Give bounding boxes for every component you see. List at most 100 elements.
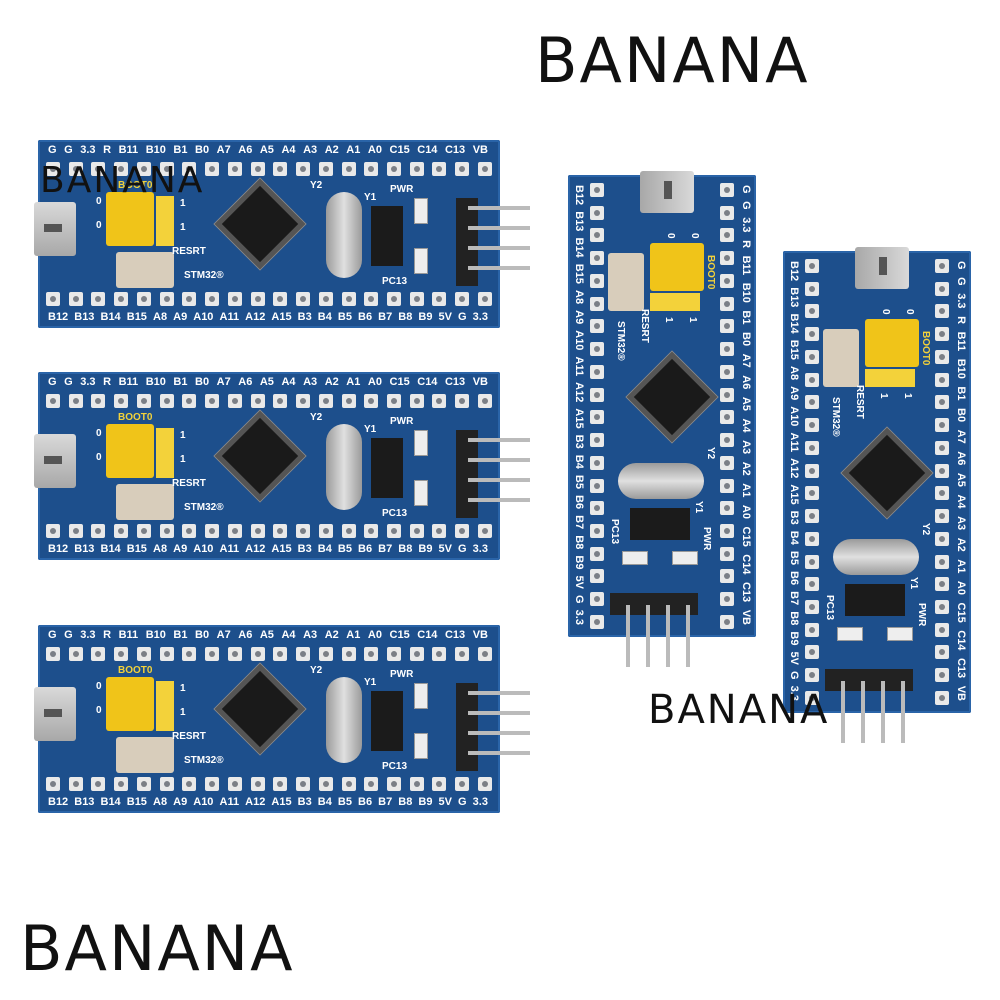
- pin-hole: [273, 292, 288, 306]
- pin-label: 3.3: [472, 311, 488, 323]
- pin-hole: [455, 777, 470, 791]
- pwr-label: PWR: [916, 603, 927, 627]
- pin-hole: [720, 273, 734, 288]
- jumper-label: 1: [878, 393, 889, 399]
- pin-hole: [432, 777, 447, 791]
- pin-hole: [250, 162, 265, 176]
- pin-label: 3.3: [955, 293, 967, 309]
- pin-label: B15: [573, 263, 585, 284]
- pin-hole: [590, 183, 604, 197]
- pin-hole: [364, 292, 379, 306]
- pin-label: G: [458, 543, 467, 555]
- micro-usb-port: [34, 202, 76, 256]
- pin-label: G: [458, 311, 467, 323]
- pin-label: A0: [367, 144, 382, 156]
- pin-label: B6: [358, 311, 373, 323]
- pin-hole: [68, 524, 83, 538]
- pin-hole: [477, 647, 492, 661]
- pin-label: B10: [145, 376, 166, 388]
- pin-hole: [387, 524, 402, 538]
- pin-hole: [805, 418, 819, 433]
- pin-label: A15: [788, 484, 800, 505]
- boot-label: BOOT0: [118, 180, 153, 191]
- pin-hole: [805, 463, 819, 478]
- pin-hole: [720, 205, 734, 220]
- pin-label: B6: [358, 543, 373, 555]
- pin-label: A6: [740, 375, 752, 390]
- pin-hole: [935, 349, 949, 364]
- pin-hole: [720, 501, 734, 516]
- pin-hole: [159, 394, 174, 408]
- pin-label: B13: [74, 543, 95, 555]
- y2-label: Y2: [310, 665, 323, 676]
- pin-hole: [318, 524, 333, 538]
- pin-hole: [477, 162, 492, 176]
- pin-label: A7: [216, 376, 231, 388]
- power-led: [887, 627, 913, 641]
- pin-hole: [720, 183, 734, 197]
- pin-hole: [805, 304, 819, 319]
- pin-hole: [720, 546, 734, 561]
- pin-label: C13: [955, 657, 967, 679]
- pin-label: A7: [216, 144, 231, 156]
- pin-label: B3: [297, 311, 312, 323]
- pin-hole: [273, 162, 288, 176]
- pwr-label: PWR: [390, 416, 414, 427]
- pin-hole: [364, 162, 379, 176]
- pin-hole: [805, 645, 819, 660]
- brand-label: STM32®: [184, 755, 224, 766]
- pin-label: B3: [788, 510, 800, 525]
- pin-label: A10: [193, 796, 214, 808]
- pin-label: A11: [219, 543, 240, 555]
- pin-label: C13: [444, 144, 466, 156]
- jumper-label: 1: [180, 222, 186, 233]
- pin-label: B6: [788, 571, 800, 586]
- pin-hole: [455, 394, 470, 408]
- pin-hole: [409, 524, 424, 538]
- pin-hole: [455, 647, 470, 661]
- pin-hole: [590, 296, 604, 311]
- pin-label: VB: [472, 144, 488, 156]
- pin-hole: [136, 777, 151, 791]
- pin-label: 5V: [438, 311, 452, 323]
- pin-label: B11: [118, 144, 139, 156]
- pin-hole: [590, 387, 604, 402]
- pin-label: B12: [48, 311, 69, 323]
- pin-hole: [318, 162, 333, 176]
- boot-jumper: [865, 319, 919, 367]
- pin-hole: [805, 486, 819, 501]
- pin-label: B8: [398, 543, 413, 555]
- pin-label: 3.3: [80, 376, 96, 388]
- pin-hole: [935, 577, 949, 592]
- jumper-label: 1: [180, 198, 186, 209]
- pin-label: B7: [378, 543, 393, 555]
- swd-header: [456, 430, 478, 518]
- pin-label: B15: [126, 796, 147, 808]
- pin-label: VB: [955, 685, 967, 701]
- pin-label: B12: [48, 543, 69, 555]
- pin-hole: [205, 394, 220, 408]
- pin-hole: [227, 394, 242, 408]
- y2-label: Y2: [920, 523, 931, 536]
- pin-label: A3: [955, 516, 967, 531]
- pin-label: G: [740, 185, 752, 194]
- pin-hole: [805, 668, 819, 683]
- pin-hole: [46, 524, 60, 538]
- watermark: BANANA: [40, 160, 205, 201]
- crystal: [618, 463, 704, 499]
- pin-hole: [250, 394, 265, 408]
- pin-label: B7: [788, 591, 800, 606]
- pin-hole: [46, 292, 60, 306]
- pin-label: B5: [337, 796, 352, 808]
- pin-label: B15: [788, 339, 800, 360]
- pin-label: R: [103, 144, 112, 156]
- pin-hole: [296, 524, 311, 538]
- pin-label: A3: [740, 440, 752, 455]
- pin-label: A15: [573, 408, 585, 429]
- pwr-label: PWR: [390, 669, 414, 680]
